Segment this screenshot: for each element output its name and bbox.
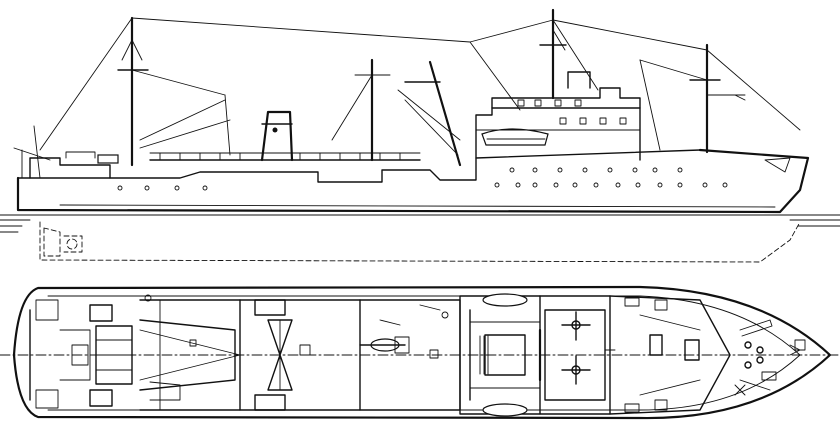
portholes [117, 167, 728, 191]
fore-derricks [397, 60, 462, 167]
lifeboat-port [482, 403, 528, 417]
main-mast [539, 8, 567, 100]
deck-plan-view [0, 285, 840, 420]
main-deck-rail [149, 152, 421, 161]
aft-mast [117, 16, 231, 167]
stern-deckhouse [13, 125, 119, 179]
wheelhouse-plan [539, 295, 616, 415]
stern-deck [29, 299, 133, 409]
bow-fittings [734, 319, 806, 396]
rigging-stays [39, 17, 801, 151]
lifeboat [481, 128, 549, 146]
hull-profile [0, 148, 840, 263]
deck-plan-hull [12, 285, 832, 420]
fore-mast [639, 43, 746, 154]
bridge-superstructure [475, 71, 641, 161]
aft-cargo-hatch [139, 294, 241, 411]
lifeboat-starboard [482, 293, 528, 307]
mid-cargo-hatch [239, 299, 361, 411]
funnel [260, 110, 294, 162]
mid-mast [331, 58, 391, 162]
foredeck-plan [609, 295, 731, 415]
side-profile-view [0, 8, 840, 263]
